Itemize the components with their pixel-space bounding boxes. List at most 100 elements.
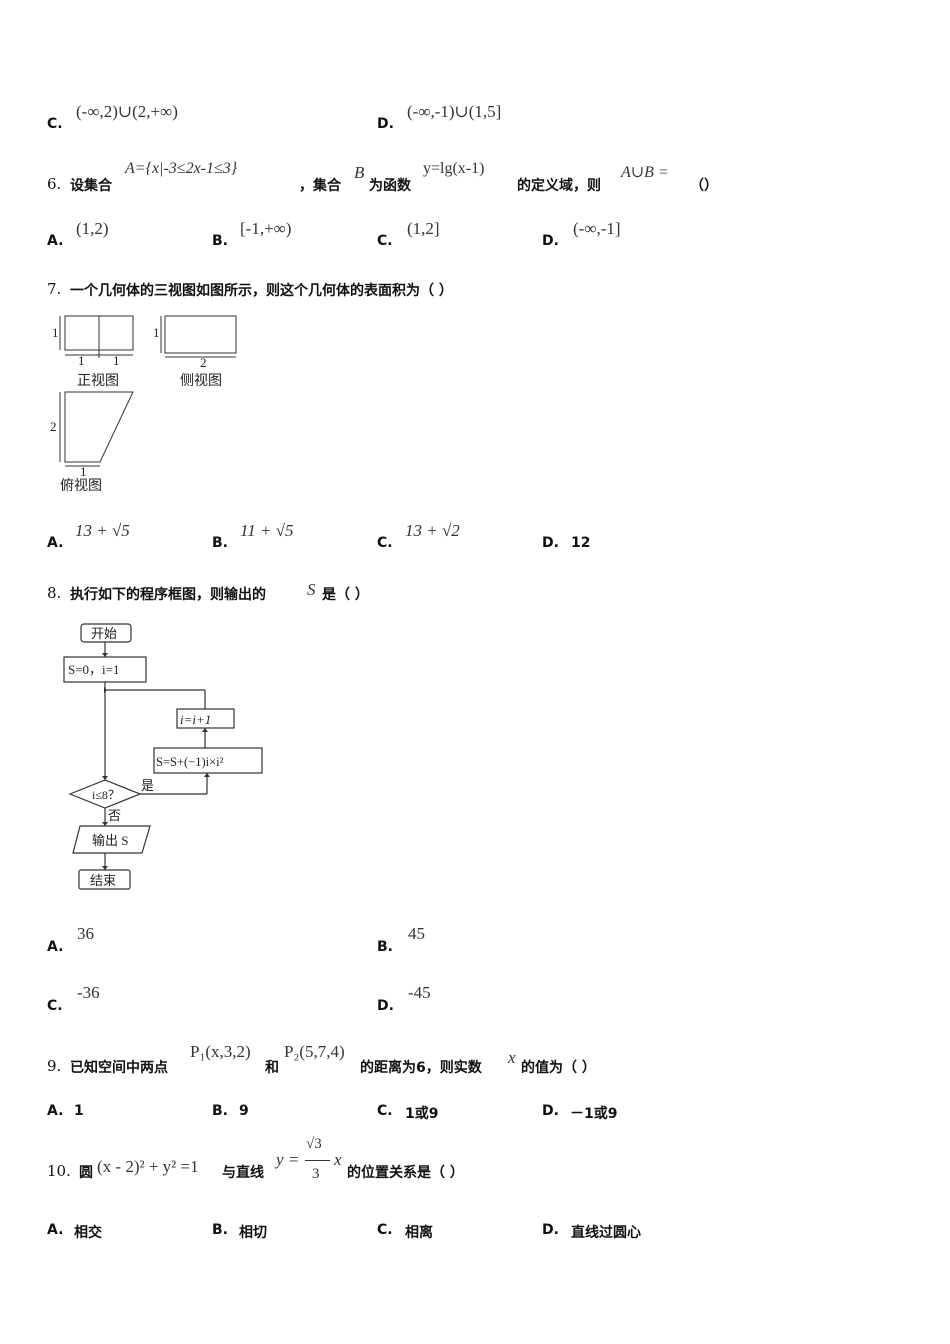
q10-math-circle: (x - 2)² + y² =1 (97, 1157, 199, 1176)
q7-option-c: 13 + √2 (405, 521, 460, 540)
q5-option-d-label: D. (377, 116, 394, 132)
top-width-label: 1 (80, 464, 87, 479)
q9-option-b-label: B. (212, 1103, 228, 1119)
q6-math-union: A∪B = (621, 164, 669, 181)
flowchart: 开始 S=0，i=1 i=i+1 S=S+(−1)i×i² i≤8？ 是 否 输… (63, 623, 263, 890)
q6-option-b: [-1,+∞) (240, 219, 292, 238)
side-height-label: 1 (153, 325, 160, 340)
q8-option-b-label: B. (377, 939, 393, 955)
q9-option-d: －1或9 (570, 1106, 618, 1122)
q8-option-b: 45 (408, 924, 425, 943)
q8-text: 是（ ） (322, 587, 369, 603)
q6-option-d: (-∞,-1] (573, 219, 621, 238)
q10-option-c: 相离 (405, 1225, 433, 1241)
q10-text: 圆 (79, 1165, 93, 1181)
front-width-label: 1 (78, 353, 85, 368)
init-label: S=0，i=1 (68, 662, 120, 677)
front-height-label: 1 (52, 325, 59, 340)
three-view-figure: 1 1 1 正视图 1 2 侧视图 2 1 俯视图 (50, 315, 237, 494)
q9-number: 9. (47, 1057, 62, 1075)
end-label: 结束 (90, 873, 116, 888)
q9-option-b: 9 (239, 1103, 249, 1119)
q8-option-d: -45 (408, 983, 431, 1002)
q10-option-d: 直线过圆心 (571, 1225, 641, 1241)
q9-option-a-label: A. (47, 1103, 64, 1119)
q5-option-c: (-∞,2)∪(2,+∞) (76, 102, 178, 121)
q10-number: 10. (47, 1162, 71, 1180)
top-height-label: 2 (50, 419, 57, 434)
increment-label: i=i+1 (180, 712, 211, 727)
q9-text: 的距离为6，则实数 (360, 1060, 482, 1076)
q9-option-c-label: C. (377, 1103, 393, 1119)
q9-math-x: x (508, 1048, 516, 1067)
q8-math-s: S (307, 580, 316, 599)
q6-math-b: B (354, 163, 365, 182)
q8-option-c-label: C. (47, 998, 63, 1014)
q6-option-a-label: A. (47, 233, 64, 249)
q8-option-c: -36 (77, 983, 100, 1002)
top-view-trapezoid (64, 391, 134, 463)
q7-option-d-label: D. (542, 535, 559, 551)
output-node (72, 825, 151, 854)
condition-label: i≤8？ (92, 788, 120, 802)
q10-math-line: y = (276, 1150, 300, 1169)
q8-text: 执行如下的程序框图，则输出的 (70, 587, 266, 603)
q6-option-c-label: C. (377, 233, 393, 249)
q9-text: 和 (265, 1060, 279, 1076)
q7-option-a-label: A. (47, 535, 64, 551)
side-view-label: 侧视图 (180, 373, 222, 389)
q7-option-c-label: C. (377, 535, 393, 551)
q8-option-d-label: D. (377, 998, 394, 1014)
q9-text: 的值为（ ） (521, 1060, 596, 1076)
side-view-rect (164, 315, 237, 354)
q6-text: ，集合 (299, 178, 341, 194)
update-label: S=S+(−1)i×i² (156, 755, 224, 769)
q10-frac-num: √3 (306, 1136, 322, 1152)
q6-text: 设集合 (70, 178, 112, 194)
q9-text: 已知空间中两点 (70, 1060, 168, 1076)
update-node (153, 747, 263, 774)
q10-text: 与直线 (222, 1165, 264, 1181)
q6-text: 为函数 (369, 178, 411, 194)
output-label: 输出 S (92, 833, 128, 848)
q10-option-b-label: B. (212, 1222, 228, 1238)
start-label: 开始 (91, 626, 117, 641)
q7-option-d: 12 (571, 535, 591, 551)
start-node (80, 623, 132, 643)
q8-number: 8. (47, 584, 62, 602)
q9-option-c: 1或9 (405, 1106, 439, 1122)
q10-option-d-label: D. (542, 1222, 559, 1238)
no-label: 否 (108, 808, 121, 823)
q8-option-a-label: A. (47, 939, 64, 955)
fraction-bar (305, 1160, 330, 1161)
end-node (78, 869, 131, 890)
q6-option-c: (1,2] (407, 219, 440, 238)
q10-option-a: 相交 (74, 1225, 102, 1241)
q6-option-b-label: B. (212, 233, 228, 249)
q10-frac-den: 3 (312, 1166, 320, 1182)
q9-option-a: 1 (74, 1103, 84, 1119)
q7-text: 一个几何体的三视图如图所示，则这个几何体的表面积为（ ） (70, 283, 453, 299)
q6-option-a: (1,2) (76, 219, 109, 238)
front-width-label: 1 (113, 353, 120, 368)
q6-math-func: y=lg(x-1) (423, 160, 485, 177)
q8-option-a: 36 (77, 924, 94, 943)
q9-math-p1: P₁(x,3,2) (190, 1042, 251, 1061)
q10-math-x: x (334, 1150, 342, 1169)
q6-text: （） (690, 178, 718, 194)
q6-text: 的定义域，则 (517, 178, 601, 194)
q6-option-d-label: D. (542, 233, 559, 249)
q7-option-a: 13 + √5 (75, 521, 130, 540)
q10-option-b: 相切 (239, 1225, 267, 1241)
q10-option-c-label: C. (377, 1222, 393, 1238)
q5-option-c-label: C. (47, 116, 63, 132)
q7-number: 7. (47, 280, 62, 298)
front-view-label: 正视图 (77, 373, 119, 389)
q10-option-a-label: A. (47, 1222, 64, 1238)
side-width-label: 2 (200, 355, 207, 370)
yes-label: 是 (141, 778, 154, 793)
q6-math-a: A={x|-3≤2x-1≤3} (125, 160, 238, 177)
q5-option-d: (-∞,-1)∪(1,5] (407, 102, 502, 121)
q7-option-b: 11 + √5 (240, 521, 294, 540)
